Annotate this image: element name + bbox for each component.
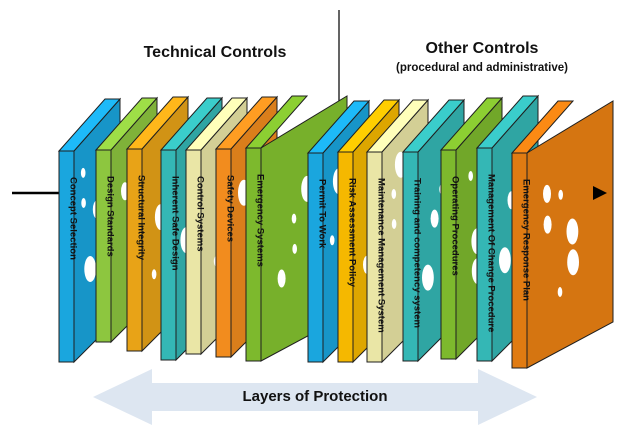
layer-hole bbox=[543, 184, 551, 203]
layer-hole bbox=[151, 269, 157, 280]
layer-hole bbox=[566, 218, 579, 245]
layer-emergency-response-plan: Emergency Response Plan bbox=[510, 100, 614, 369]
layer-front-strip bbox=[440, 149, 457, 360]
layer-label: Structural Integrity bbox=[136, 175, 147, 261]
layer-hole bbox=[468, 171, 474, 181]
layer-front-strip bbox=[511, 152, 528, 369]
layer-label: Design Standards bbox=[105, 176, 116, 257]
layer-label: Risk Assessment Policy bbox=[347, 178, 358, 288]
layer-hole bbox=[499, 247, 511, 274]
layer-label: Maintenance Management System bbox=[376, 178, 387, 333]
layer-hole bbox=[391, 219, 397, 229]
layer-label: Management Of Change Procedure bbox=[486, 174, 497, 332]
protection-layers: Concept Selection Design Standards Structu… bbox=[57, 94, 614, 369]
technical-controls-heading: Technical Controls bbox=[143, 44, 287, 61]
layer-design-standards: Design Standards bbox=[94, 96, 159, 344]
layer-hole bbox=[277, 269, 286, 288]
layer-hole bbox=[329, 235, 335, 246]
layers-of-protection-label: Layers of Protection bbox=[242, 388, 388, 405]
layer-front-strip bbox=[402, 151, 419, 362]
layer-hole bbox=[557, 287, 563, 297]
layer-front-strip bbox=[476, 147, 493, 362]
layer-label: Safety Devices bbox=[225, 175, 236, 242]
layer-front-strip bbox=[245, 147, 262, 362]
layer-front-strip bbox=[185, 149, 202, 355]
layer-hole bbox=[291, 213, 297, 224]
layer-hole bbox=[422, 264, 434, 291]
layer-label: Permit To Work bbox=[317, 179, 328, 249]
flow-arrow-head bbox=[593, 186, 607, 200]
other-controls-heading: Other Controls bbox=[425, 40, 539, 57]
layer-front-strip bbox=[95, 149, 112, 343]
layer-hole bbox=[430, 209, 439, 228]
layer-hole bbox=[80, 167, 86, 178]
layer-front-strip bbox=[366, 151, 383, 363]
layer-hole bbox=[558, 189, 563, 200]
layer-hole bbox=[391, 189, 397, 199]
layer-hole bbox=[84, 256, 97, 282]
layer-front-strip bbox=[337, 151, 354, 363]
layer-label: Emergency Response Plan bbox=[521, 179, 532, 301]
layers-band-arrow bbox=[93, 369, 537, 425]
layer-front-strip bbox=[126, 148, 143, 352]
layer-hole bbox=[292, 243, 298, 254]
layer-hole bbox=[81, 198, 86, 208]
layer-front-strip bbox=[307, 152, 324, 363]
layer-hole bbox=[567, 249, 579, 276]
layer-label: Control Systems bbox=[195, 176, 206, 252]
layer-label: Concept Selection bbox=[68, 177, 79, 260]
layer-label: Inherent Safe Design bbox=[170, 176, 181, 271]
layer-front-strip bbox=[160, 149, 177, 361]
layer-front-strip bbox=[58, 150, 75, 363]
layer-label: Operating Procedures bbox=[450, 176, 461, 276]
layer-label: Training and competency system bbox=[412, 178, 423, 328]
layer-label: Emergency Systems bbox=[255, 174, 266, 267]
other-controls-subheading: (procedural and administrative) bbox=[396, 62, 568, 74]
layer-front-strip bbox=[215, 148, 232, 358]
layer-hole bbox=[543, 215, 552, 234]
